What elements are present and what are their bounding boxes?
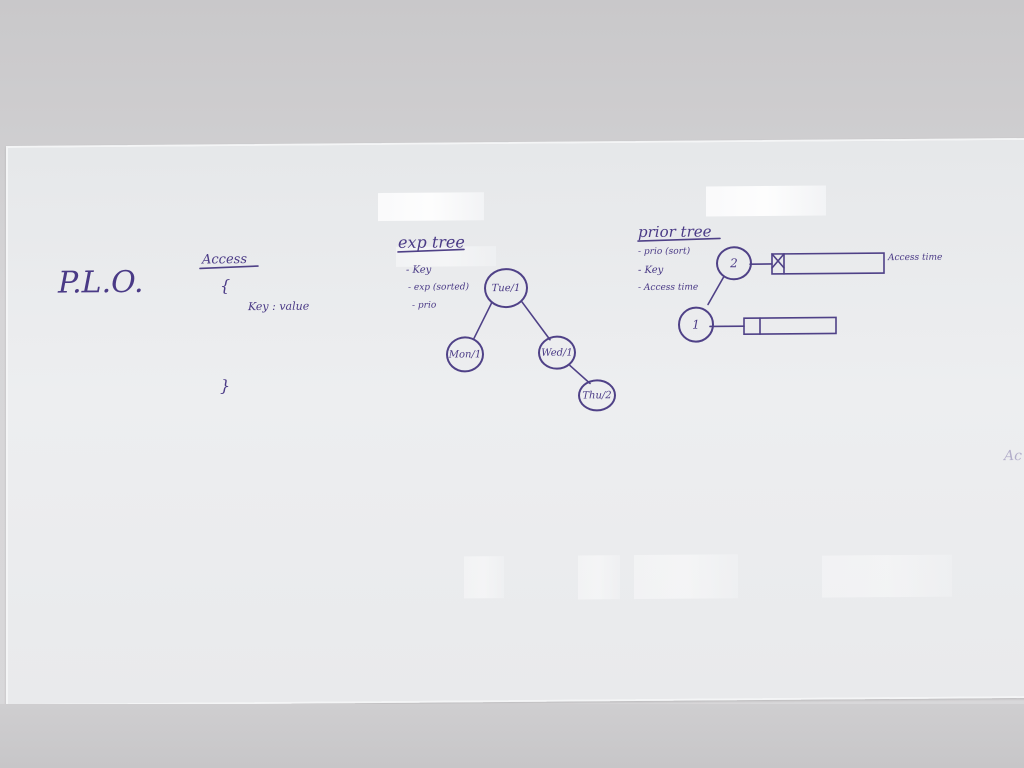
prior-tree-item-3: - Access time	[638, 282, 699, 294]
edge-text: Ac	[1004, 448, 1022, 465]
exp-tree-item-3: - prio	[412, 300, 437, 311]
prior-tree-item-1: - prio (sort)	[638, 246, 691, 258]
access-entry: Key : value	[248, 299, 310, 314]
exp-tree-node-mon: Mon/1	[446, 336, 484, 373]
wall-bottom	[0, 704, 1024, 768]
exp-tree-item-1: - Key	[406, 264, 432, 276]
access-open-brace: {	[220, 276, 231, 296]
prior-tree-item-2: - Key	[638, 264, 664, 277]
exp-tree-node-tue: Tue/1	[484, 267, 528, 309]
access-time-annotation: Access time	[888, 252, 943, 264]
exp-tree-node-wed: Wed/1	[538, 335, 576, 370]
prior-tree-node-1: 1	[678, 306, 714, 343]
access-close-brace: }	[220, 376, 231, 396]
board-drawing	[199, 237, 885, 385]
exp-tree-heading: exp tree	[398, 232, 465, 252]
prior-tree-heading: prior tree	[638, 222, 712, 242]
prior-tree-node-2: 2	[716, 246, 752, 281]
exp-tree-item-2: - exp (sorted)	[408, 282, 469, 293]
plo-label: P.L.O.	[58, 264, 144, 301]
exp-tree-node-thu: Thu/2	[578, 379, 616, 412]
whiteboard: P.L.O. Access { Key : value } exp tree -…	[6, 137, 1024, 707]
access-heading: Access	[202, 252, 247, 268]
